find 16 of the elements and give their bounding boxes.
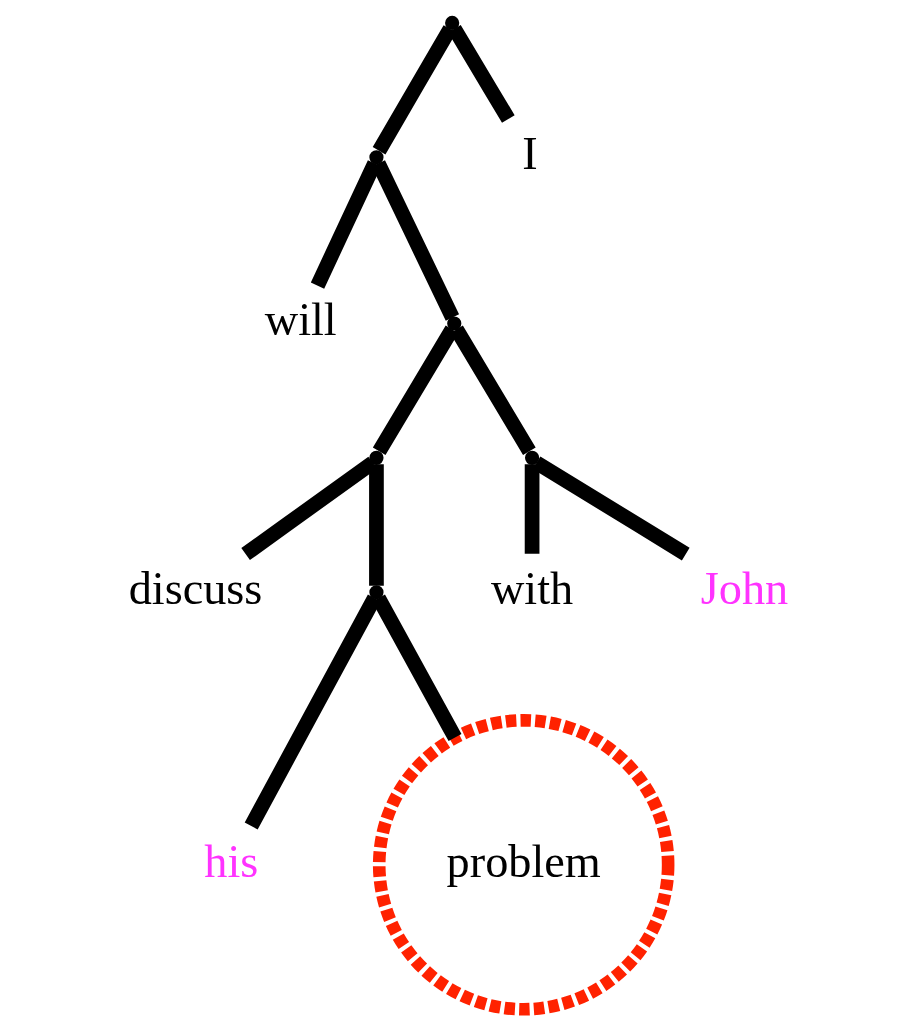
node-text: I [521, 128, 538, 180]
node-point [368, 585, 384, 600]
connector [532, 456, 690, 561]
node-text: discuss [128, 563, 262, 615]
node-text: his [203, 835, 258, 887]
node-circle: problem [372, 714, 674, 1016]
node-text: with [490, 563, 573, 615]
node-text: will [264, 294, 337, 346]
node-point [446, 316, 461, 331]
node-point [368, 150, 384, 165]
connector [524, 464, 539, 554]
node-text: John [700, 563, 788, 615]
node-point [368, 450, 384, 465]
node-point [524, 450, 539, 465]
node-point [444, 15, 459, 31]
connector [368, 464, 384, 586]
